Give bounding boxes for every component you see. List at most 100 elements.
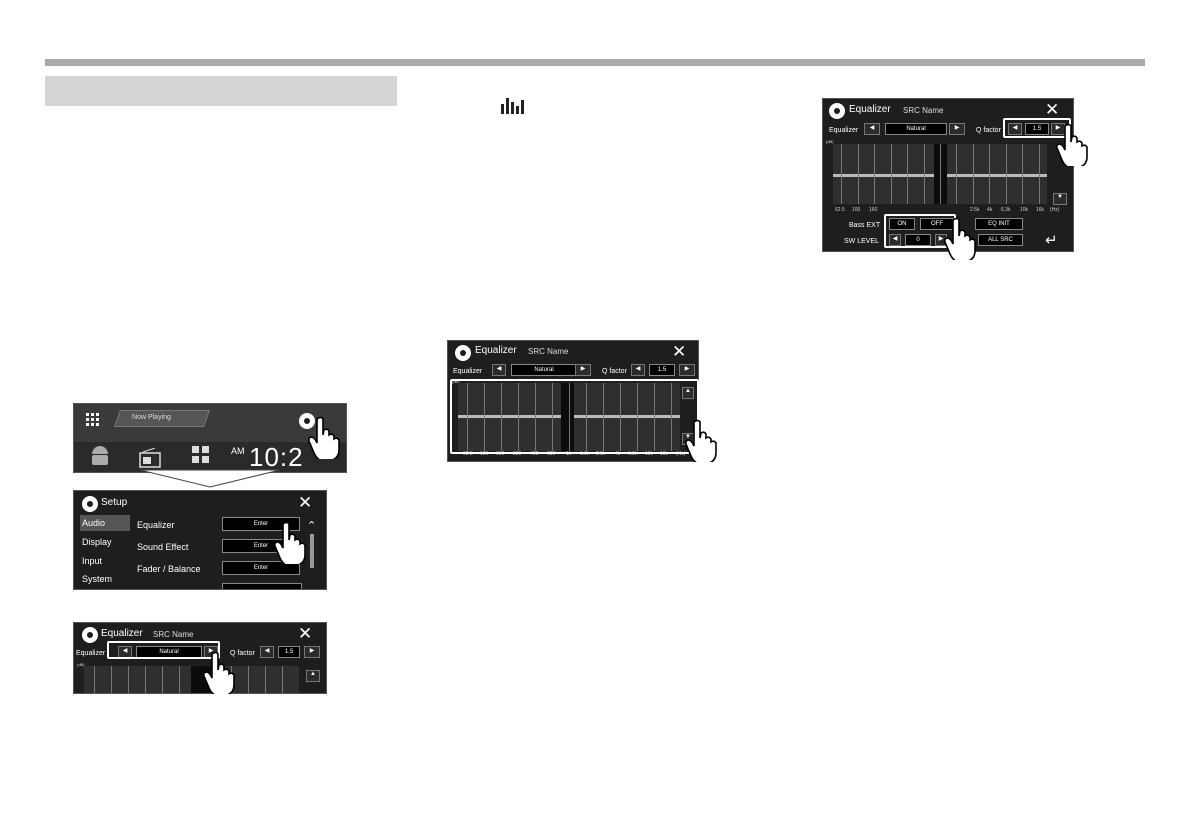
eq-band-line — [654, 383, 655, 451]
freq-label: 400 — [530, 451, 539, 457]
gear-icon — [82, 496, 98, 512]
q-factor-label: Q factor — [230, 650, 255, 657]
close-icon[interactable]: ✕ — [298, 624, 313, 643]
eq-init-button[interactable]: EQ INIT — [975, 218, 1023, 230]
apps-grid-icon[interactable] — [86, 413, 99, 426]
equalizer-label: Equalizer — [829, 127, 859, 134]
close-icon[interactable]: ✕ — [298, 493, 313, 512]
eq-scroll-up-button[interactable]: ▲ — [682, 387, 694, 399]
eq-band-line — [1039, 144, 1040, 204]
q-next-button[interactable]: ▶ — [304, 646, 320, 658]
eq-band-line — [620, 383, 621, 451]
sidebar-item-display[interactable]: Display — [82, 537, 112, 547]
eq-band-area[interactable] — [84, 666, 299, 693]
eq-band-line — [111, 666, 112, 693]
freq-label: 1.6k — [580, 451, 590, 457]
eq-scroll-down-button[interactable]: ▼ — [1053, 193, 1067, 205]
close-icon[interactable]: ✕ — [672, 342, 687, 361]
eq-band-line — [603, 383, 604, 451]
next-row-button[interactable] — [222, 583, 302, 589]
gear-icon — [82, 627, 98, 643]
row-fader-balance-label: Fader / Balance — [137, 564, 201, 574]
sidebar-item-audio[interactable]: Audio — [82, 518, 106, 528]
android-icon[interactable] — [88, 444, 112, 468]
gear-icon — [455, 345, 471, 361]
row-sound-effect-label: Sound Effect — [137, 542, 189, 552]
eq-band-area[interactable] — [458, 383, 680, 451]
preset-value: Natural — [511, 364, 577, 376]
sidebar-item-input[interactable]: Input — [82, 556, 103, 566]
q-prev-button[interactable]: ◀ — [631, 364, 645, 376]
scrollbar[interactable] — [310, 534, 314, 568]
q-prev-button[interactable]: ◀ — [1008, 123, 1022, 135]
q-prev-button[interactable]: ◀ — [260, 646, 274, 658]
db-label: (dB) — [77, 662, 85, 667]
eq-band-line — [858, 144, 859, 204]
eq-band-line — [586, 383, 587, 451]
src-name: SRC Name — [153, 630, 194, 639]
bass-ext-on-button[interactable]: ON — [889, 218, 915, 230]
eq-band-area[interactable] — [833, 144, 1047, 204]
eq-band-line — [518, 383, 519, 451]
eq-screen-preset: Equalizer SRC Name ✕ Equalizer ◀ Natural… — [73, 622, 327, 694]
gear-icon[interactable] — [299, 413, 315, 429]
sw-level-label: SW LEVEL — [844, 238, 880, 245]
q-factor-label: Q factor — [976, 127, 1001, 134]
eq-band-line — [128, 666, 129, 693]
preset-prev-button[interactable]: ◀ — [864, 123, 880, 135]
preset-next-button[interactable]: ▶ — [949, 123, 965, 135]
eq-title: Equalizer — [849, 104, 891, 115]
sw-level-prev-button[interactable]: ◀ — [889, 234, 901, 246]
pointing-hand-icon — [685, 419, 717, 462]
back-arrow-icon[interactable]: ↵ — [1045, 232, 1058, 249]
q-factor-value: 1.5 — [649, 364, 675, 376]
preset-value: Natural — [885, 123, 947, 135]
freq-label: 100 — [852, 207, 861, 213]
am-label: AM — [231, 446, 245, 456]
freq-label: 62.5 — [463, 451, 473, 457]
freq-label: 2.5k — [596, 451, 606, 457]
tiles-icon[interactable] — [192, 446, 210, 464]
equalizer-bars-icon — [501, 98, 524, 114]
freq-label: 250 — [513, 451, 522, 457]
equalizer-enter-button[interactable]: Enter — [222, 517, 300, 531]
sidebar-item-system[interactable]: System — [82, 574, 113, 584]
eq-band-line — [179, 666, 180, 693]
eq-band-line — [973, 144, 974, 204]
eq-band-line — [956, 144, 957, 204]
eq-band-line — [671, 383, 672, 451]
now-playing-label: Now Playing — [132, 414, 171, 421]
scroll-up-icon[interactable]: ⌃ — [307, 520, 317, 532]
eq-band-line — [989, 144, 990, 204]
equalizer-label: Equalizer — [453, 368, 483, 375]
eq-area-highlight-frame — [450, 379, 699, 454]
eq-band-line — [282, 666, 283, 693]
preset-highlight-frame — [107, 641, 220, 659]
freq-label: 4k — [615, 451, 621, 457]
eq-band-line — [162, 666, 163, 693]
q-next-button[interactable]: ▶ — [679, 364, 695, 376]
selected-band — [561, 383, 574, 451]
freq-label: 6.3k — [628, 451, 638, 457]
fader-balance-enter-button[interactable]: Enter — [222, 561, 300, 575]
freq-label: 6.3k — [1001, 207, 1011, 213]
eq-scroll-up-button[interactable]: ▲ — [306, 670, 320, 682]
eq-band-line — [891, 144, 892, 204]
eq-band-line — [145, 666, 146, 693]
freq-label: 10k — [645, 451, 654, 457]
eq-band-line — [1022, 144, 1023, 204]
eq-band-line — [248, 666, 249, 693]
freq-label: 16k — [660, 451, 669, 457]
pointing-hand-icon — [274, 521, 306, 564]
eq-band-line — [940, 144, 941, 204]
preset-prev-button[interactable]: ◀ — [492, 364, 506, 376]
eq-band-line — [841, 144, 842, 204]
all-src-button[interactable]: ALL SRC — [978, 234, 1023, 246]
preset-next-button[interactable]: ▶ — [575, 364, 591, 376]
sw-level-value: 0 — [905, 234, 931, 246]
freq-label: 1k — [566, 451, 572, 457]
close-icon[interactable]: ✕ — [1045, 100, 1060, 119]
row-equalizer-label: Equalizer — [137, 520, 175, 530]
radio-icon[interactable] — [139, 448, 161, 468]
transition-wedge — [140, 469, 280, 488]
